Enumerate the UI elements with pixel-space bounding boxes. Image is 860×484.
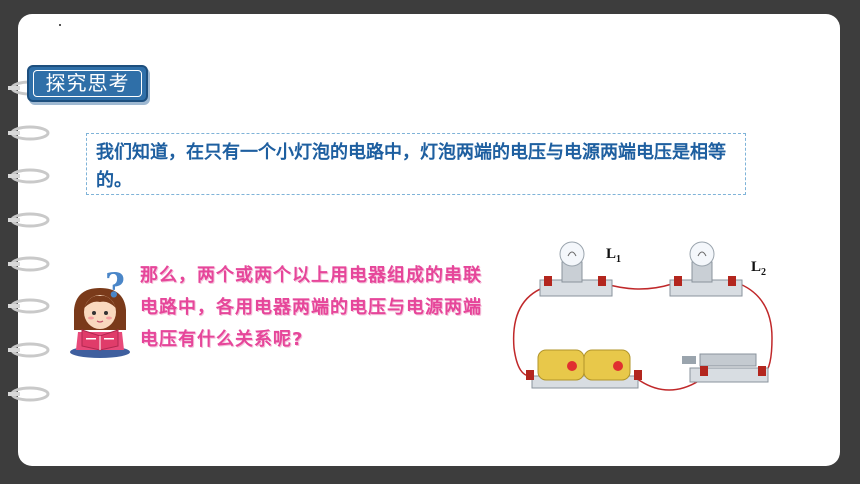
notebook-ring-icon (8, 256, 50, 272)
lamp2-label: L2 (751, 259, 767, 278)
bulb-icon (669, 241, 743, 297)
notebook-ring-icon (8, 342, 50, 358)
section-tag: 探究思考 (27, 65, 148, 102)
bulb-icon (539, 241, 613, 297)
notebook-ring-icon (8, 298, 50, 314)
question-mark-icon: ? (105, 266, 125, 306)
question-text: 那么，两个或两个以上用电器组成的串联电路中，各用电器两端的电压与电源两端电压有什… (140, 265, 482, 350)
girl-reading-icon (70, 288, 130, 358)
section-tag-label: 探究思考 (33, 70, 142, 97)
notebook-ring-icon (8, 168, 50, 184)
switch-icon (682, 353, 769, 383)
statement-box: 我们知道，在只有一个小灯泡的电路中，灯泡两端的电压与电源两端电压是相等的。 (86, 133, 746, 195)
notebook-page (18, 14, 840, 466)
statement-text: 我们知道，在只有一个小灯泡的电路中，灯泡两端的电压与电源两端电压是相等的。 (96, 142, 726, 191)
lamp1-label: L1 (606, 246, 622, 265)
series-circuit-diagram (512, 241, 773, 391)
decorative-dot (59, 24, 61, 26)
notebook-ring-icon (8, 212, 50, 228)
notebook-ring-icon (8, 125, 50, 141)
notebook-ring-icon (8, 386, 50, 402)
battery-icon (526, 349, 642, 389)
